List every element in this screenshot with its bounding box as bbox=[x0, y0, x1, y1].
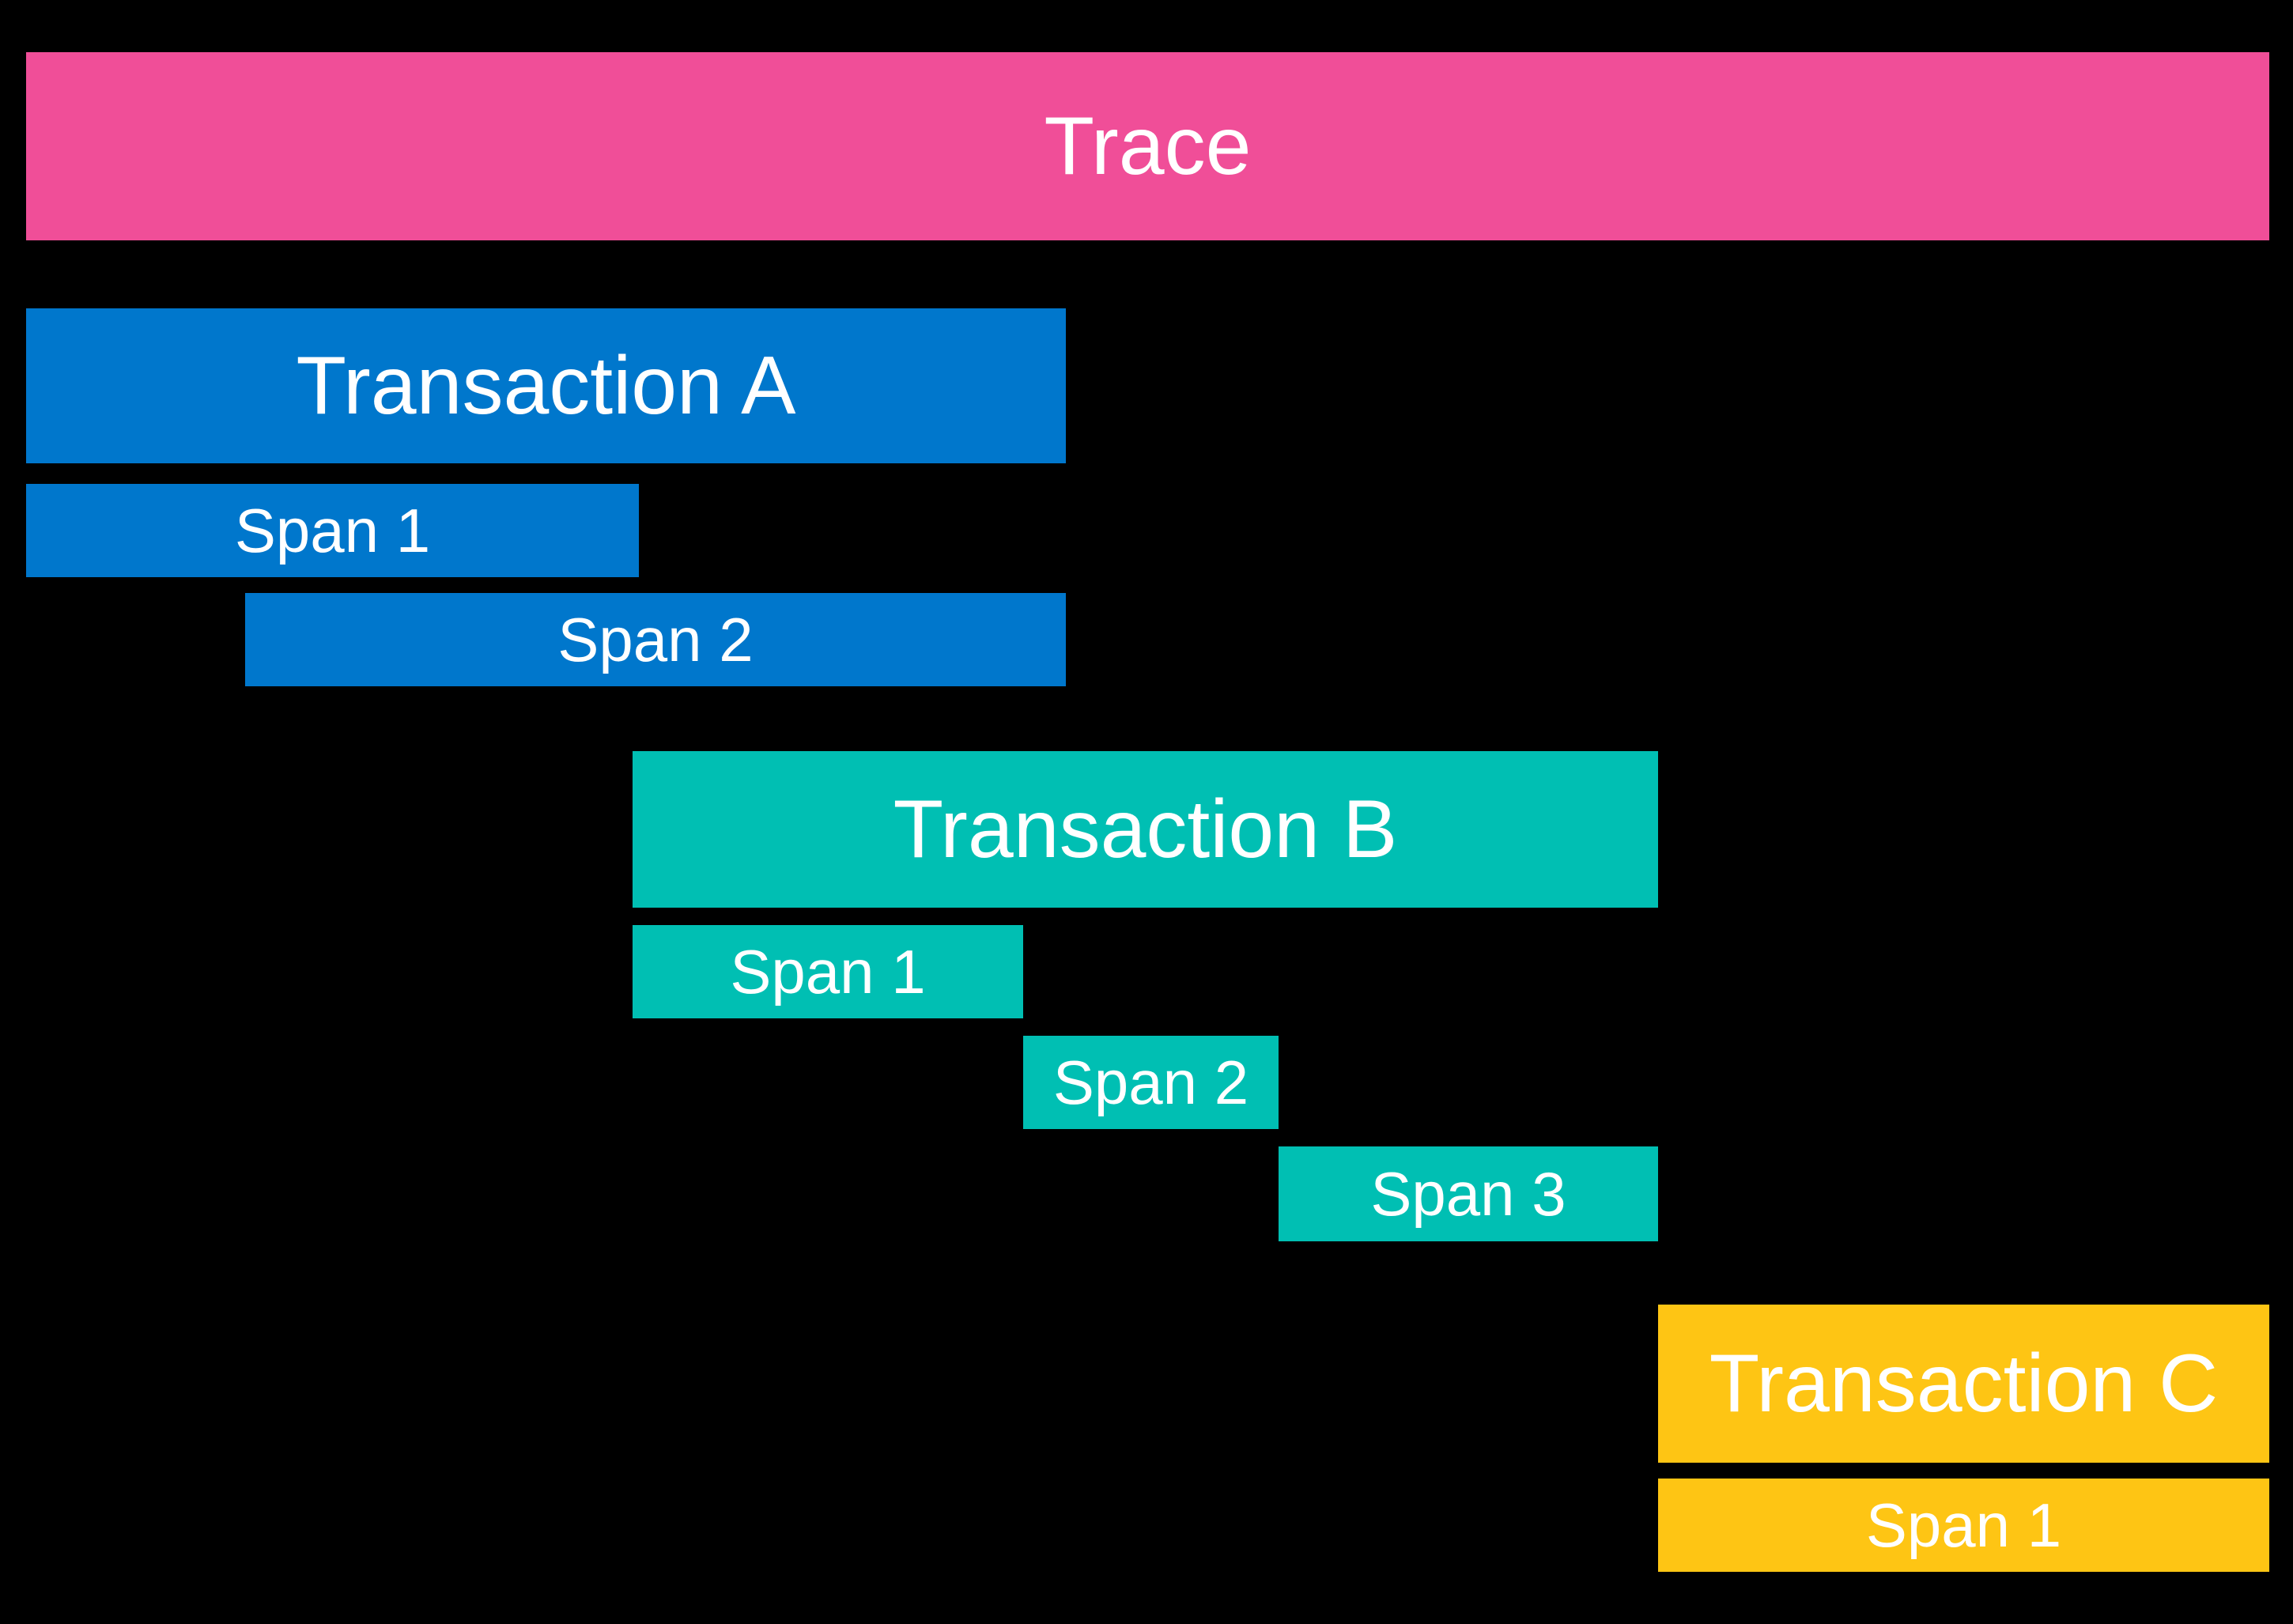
transaction-c-span-1-bar: Span 1 bbox=[1658, 1479, 2269, 1572]
trace-bar: Trace bbox=[26, 52, 2269, 240]
transaction-c-bar: Transaction C bbox=[1658, 1305, 2269, 1463]
transaction-b-bar: Transaction B bbox=[633, 751, 1658, 908]
transaction-a-span-1-bar: Span 1 bbox=[26, 484, 639, 577]
transaction-b-span-2-bar: Span 2 bbox=[1023, 1036, 1279, 1129]
transaction-a-span-2-bar: Span 2 bbox=[245, 593, 1066, 686]
transaction-a-bar: Transaction A bbox=[26, 308, 1066, 463]
transaction-b-span-1-bar: Span 1 bbox=[633, 925, 1023, 1018]
transaction-b-span-3-bar: Span 3 bbox=[1279, 1146, 1658, 1241]
